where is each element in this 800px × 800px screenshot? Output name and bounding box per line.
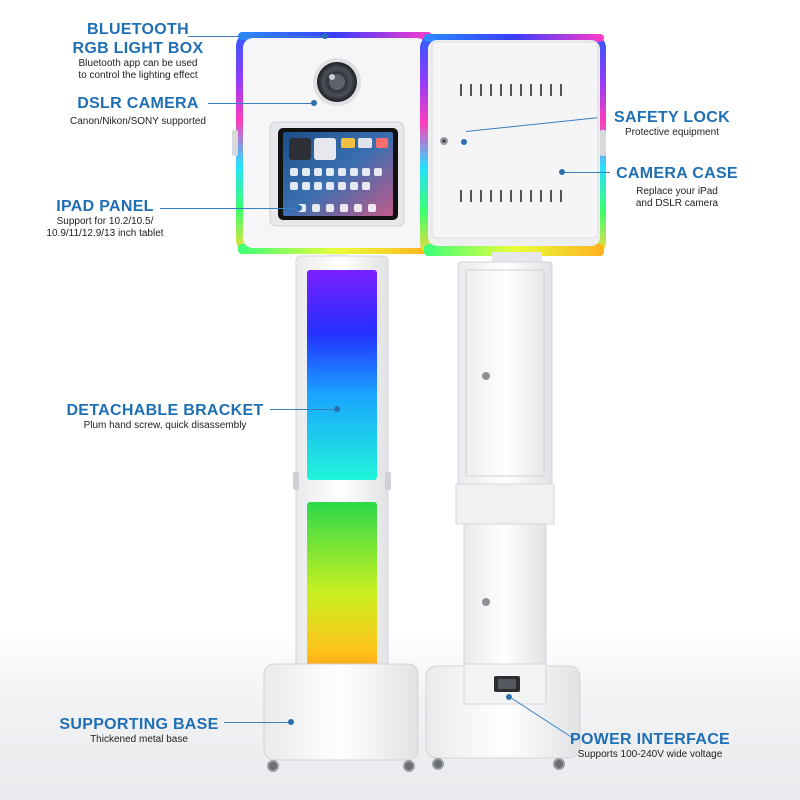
caster-wheel-icon xyxy=(267,760,279,772)
camera-case-title: CAMERA CASE xyxy=(616,165,738,182)
callout-supporting-base: SUPPORTING BASE Thickened metal base xyxy=(52,715,226,746)
bluetooth-leader-line xyxy=(188,36,324,37)
camera-case-desc-line2: and DSLR camera xyxy=(635,198,719,209)
power-title: POWER INTERFACE xyxy=(569,731,731,748)
power-pointer-dot xyxy=(506,694,512,700)
bluetooth-title-line2: RGB LIGHT BOX xyxy=(72,40,204,57)
base-pointer-dot xyxy=(288,719,294,725)
caster-wheel-icon xyxy=(403,760,415,772)
callout-camera-case: CAMERA CASE Replace your iPad and DSLR c… xyxy=(610,164,744,210)
callout-power-interface: POWER INTERFACE Supports 100-240V wide v… xyxy=(560,730,740,761)
safety-lock-desc: Protective equipment xyxy=(625,127,719,138)
camera-case-desc-line1: Replace your iPad xyxy=(636,186,718,197)
bracket-leader-line xyxy=(270,409,336,410)
bracket-title: DETACHABLE BRACKET xyxy=(66,402,264,419)
base-leader-line xyxy=(224,722,290,723)
dslr-pointer-dot xyxy=(311,100,317,106)
ipad-leader-line xyxy=(160,208,298,209)
dslr-title: DSLR CAMERA xyxy=(77,95,199,112)
bluetooth-title-line1: BLUETOOTH xyxy=(87,21,189,38)
callout-ipad-panel: IPAD PANEL Support for 10.2/10.5/ 10.9/1… xyxy=(30,197,180,240)
bluetooth-pointer-dot xyxy=(322,33,328,39)
bracket-pointer-dot xyxy=(334,406,340,412)
callout-safety-lock: SAFETY LOCK Protective equipment xyxy=(602,108,742,139)
bluetooth-desc-line1: Bluetooth app can be used xyxy=(78,58,198,69)
power-desc: Supports 100-240V wide voltage xyxy=(577,749,723,760)
ipad-pointer-dot xyxy=(296,205,302,211)
callout-bluetooth: BLUETOOTH RGB LIGHT BOX Bluetooth app ca… xyxy=(58,20,218,82)
base-desc: Thickened metal base xyxy=(90,734,188,745)
bracket-desc: Plum hand screw, quick disassembly xyxy=(83,420,247,431)
dslr-leader-line xyxy=(208,103,312,104)
ipad-desc-line1: Support for 10.2/10.5/ xyxy=(56,216,154,227)
callout-dslr-camera: DSLR CAMERA Canon/Nikon/SONY supported xyxy=(58,94,218,128)
safety-lock-title: SAFETY LOCK xyxy=(614,109,730,126)
ipad-title: IPAD PANEL xyxy=(56,198,154,215)
ipad-desc-line2: 10.9/11/12.9/13 inch tablet xyxy=(46,228,164,239)
callout-detachable-bracket: DETACHABLE BRACKET Plum hand screw, quic… xyxy=(58,401,272,432)
safety-lock-pointer-dot xyxy=(461,139,467,145)
base-title: SUPPORTING BASE xyxy=(59,716,219,733)
bluetooth-desc-line2: to control the lighting effect xyxy=(78,70,198,81)
caster-wheel-icon xyxy=(553,758,565,770)
dslr-desc: Canon/Nikon/SONY supported xyxy=(69,116,206,127)
camera-case-pointer-dot xyxy=(559,169,565,175)
caster-wheel-icon xyxy=(432,758,444,770)
camera-case-leader-line xyxy=(564,172,610,173)
